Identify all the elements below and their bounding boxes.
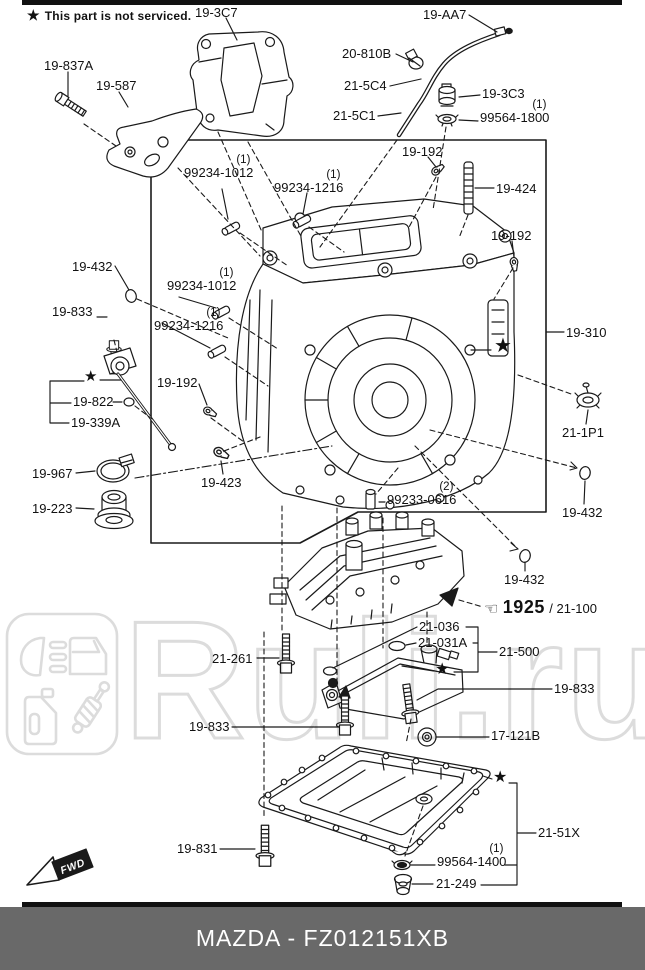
oil-strainer-drawing: [321, 640, 464, 720]
label-21-5c1: 21-5C1: [333, 108, 376, 123]
oring-19-432-b-drawing: [578, 465, 592, 481]
cover-plate-drawing: [106, 108, 204, 178]
label-19-837a: 19-837A: [44, 58, 94, 73]
pointer-arrow: [439, 587, 459, 607]
stud-19-424-drawing: [463, 161, 474, 215]
detail-box: [150, 139, 547, 544]
pin-99233-0616-drawing: [365, 488, 376, 510]
seal-21-036-drawing: [322, 666, 338, 676]
bolt-19-837a-drawing: [54, 91, 87, 117]
not-serviced-text: This part is not serviced.: [44, 9, 192, 23]
label-21-500: 21-500: [499, 644, 540, 659]
washer-99564-1400-drawing: [391, 859, 413, 871]
bolt-21-261-drawing: [276, 633, 296, 674]
hose-clamp-drawing: [404, 48, 424, 70]
catalog-title: MAZDA - FZ012151XB: [195, 925, 450, 951]
label-17-121b: 17-121B: [491, 728, 541, 743]
label-19-833-b: 19-833: [189, 719, 230, 734]
label-19-831: 19-831: [177, 841, 218, 856]
bolt-19-423-drawing: [211, 445, 231, 462]
oring-19-432-a-drawing: [123, 287, 139, 305]
breather-19-223-drawing: [94, 489, 134, 530]
label-99564-1800: (1)99564-1800: [480, 99, 550, 125]
bolt-19-831-drawing: [255, 824, 275, 867]
oil-pan-drawing: [258, 744, 491, 856]
label-19-3c7: 19-3C7: [195, 5, 238, 20]
drain-plug-21-249-drawing: [393, 873, 413, 896]
top-rule: [22, 0, 622, 5]
transmission-case-drawing: [235, 198, 516, 510]
footer-bar: MAZDA - FZ012151XB: [0, 907, 645, 970]
detent-lever-drawing: [103, 347, 177, 452]
label-20-810b: 20-810B: [342, 46, 392, 61]
label-21-031a: 21-031A: [418, 635, 468, 650]
washer-99564-1800-drawing: [435, 113, 459, 127]
label-19-587: 19-587: [96, 78, 137, 93]
label-21-1p1: 21-1P1: [562, 425, 604, 440]
label-19-310: 19-310: [566, 325, 607, 340]
grommet-21-1p1-drawing: [574, 382, 602, 409]
sealant-code: 1925: [502, 597, 545, 617]
label-21-51x: 21-51X: [538, 825, 580, 840]
label-19-192-b: 19-192: [491, 228, 532, 243]
dashed-lines: [83, 123, 578, 857]
label-19-192-a: 19-192: [402, 144, 443, 159]
label-19-833-a: 19-833: [52, 304, 93, 319]
label-19-432-a: 19-432: [72, 259, 113, 274]
tube-end-fitting: [493, 26, 513, 37]
oring-19-432-c-drawing: [517, 547, 533, 565]
label-99234-1012-a: (1)99234-1012: [184, 154, 254, 180]
mount-bracket-drawing: [189, 31, 294, 137]
label-19-822: 19-822: [73, 394, 114, 409]
label-99564-1400: (1)99564-1400: [437, 843, 507, 869]
oring-19-822-drawing: [123, 397, 135, 407]
bolt-19-192-a-drawing: [429, 161, 446, 178]
washer-17-121b-drawing: [417, 727, 437, 747]
filler-plug-drawing: [438, 83, 456, 107]
label-21-249: 21-249: [436, 876, 477, 891]
fwd-arrow: FWD: [26, 848, 94, 886]
label-19-967: 19-967: [32, 466, 73, 481]
leader-lines: [49, 14, 589, 886]
star-icon: ★: [27, 7, 40, 23]
star-marker-case: ★: [494, 335, 512, 357]
label-19-3c3: 19-3C3: [482, 86, 525, 101]
label-99234-1216-a: (1)99234-1216: [274, 169, 344, 195]
label-19-432-c: 19-432: [504, 572, 545, 587]
clamp-19-967-drawing: [96, 453, 135, 483]
label-19-192-c: 19-192: [157, 375, 198, 390]
pointing-hand-icon: ☜: [484, 601, 499, 618]
label-19-339a: 19-339A: [71, 415, 121, 430]
label-99234-1012-b: (1)99234-1012: [167, 267, 237, 293]
valve-body-drawing: [269, 511, 465, 630]
label-19-423: 19-423: [201, 475, 242, 490]
dipstick-tube-drawing: [396, 26, 513, 138]
sealant-group: / 21-100: [549, 601, 597, 616]
label-21-036: 21-036: [419, 619, 460, 634]
label-19-833-c: 19-833: [554, 681, 595, 696]
label-21-261: 21-261: [212, 651, 253, 666]
label-19-424: 19-424: [496, 181, 537, 196]
label-99234-1216-b: (1)99234-1216: [154, 307, 224, 333]
bottom-rule: [22, 902, 622, 907]
label-21-5c4: 21-5C4: [344, 78, 387, 93]
bolt-19-192-c-drawing: [201, 405, 219, 419]
star-marker-filter: ★: [435, 661, 450, 678]
star-marker-pan: ★: [493, 769, 508, 786]
label-19-aa7: 19-AA7: [423, 7, 467, 22]
oring-21-031a-drawing: [388, 640, 406, 652]
star-marker-lever: ★: [84, 368, 98, 385]
label-99233-0616: (2)99233-0616: [387, 481, 457, 507]
label-19-432-b: 19-432: [562, 505, 603, 520]
label-19-223: 19-223: [32, 501, 73, 516]
not-serviced-note: ★ This part is not serviced.: [27, 7, 191, 24]
sealant-callout: ☜ 1925 / 21-100: [484, 597, 597, 619]
